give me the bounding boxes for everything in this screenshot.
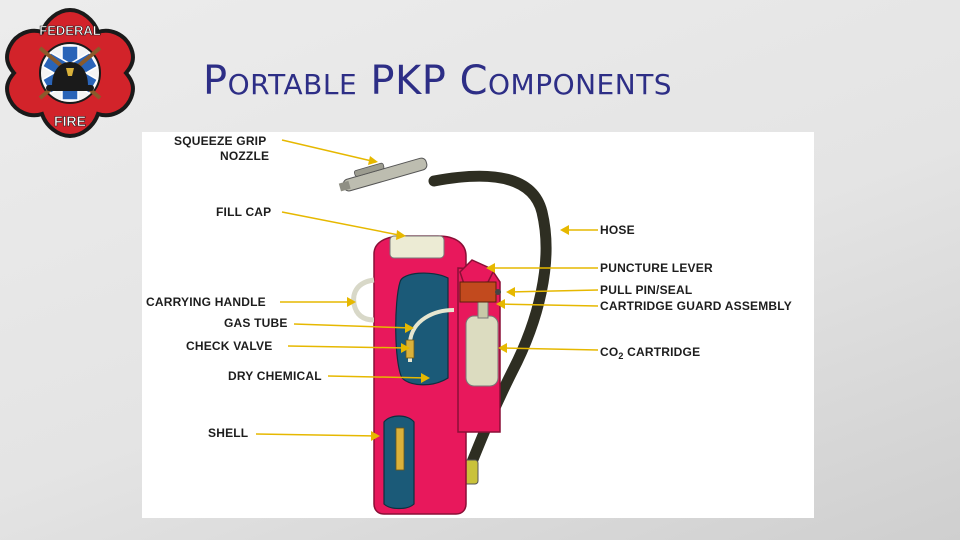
label-co2-subscript: 2 — [618, 351, 624, 361]
label-dry-chemical: DRY CHEMICAL — [228, 369, 322, 383]
pull-pin — [495, 289, 501, 295]
label-co2-prefix: CO — [600, 345, 619, 359]
label-squeeze-grip: SQUEEZE GRIP — [174, 134, 267, 148]
label-shell: SHELL — [208, 426, 249, 440]
label-cartridge-guard-assembly: CARTRIDGE GUARD ASSEMBLY — [600, 299, 792, 313]
slide-title: Portable PKP Components — [203, 58, 673, 104]
label-pull-pin-seal: PULL PIN/SEAL — [600, 283, 693, 297]
logo-top-text: FEDERAL — [39, 23, 100, 38]
co2-cartridge — [465, 315, 499, 387]
label-co2-suffix: CARTRIDGE — [623, 345, 701, 359]
extinguisher-diagram: SQUEEZE GRIP NOZZLE FILL CAP CARRYING HA… — [142, 132, 814, 518]
dry-chemical-cutaway — [395, 272, 449, 386]
label-check-valve: CHECK VALVE — [186, 339, 273, 353]
leader-lines — [255, 139, 599, 437]
label-hose: HOSE — [600, 223, 635, 237]
label-nozzle: NOZZLE — [220, 149, 270, 163]
label-fill-cap: FILL CAP — [216, 205, 272, 219]
carrying-handle — [351, 277, 375, 323]
label-carrying-handle: CARRYING HANDLE — [146, 295, 266, 309]
fire-helmet-icon — [46, 62, 94, 91]
label-puncture-lever: PUNCTURE LEVER — [600, 261, 713, 275]
label-gas-tube: GAS TUBE — [224, 316, 288, 330]
squeeze-grip-nozzle — [338, 157, 428, 192]
federal-fire-logo: FEDERAL FIRE — [5, 7, 135, 139]
fill-cap — [389, 235, 445, 259]
cartridge-guard — [459, 281, 497, 303]
leader-arrowheads — [347, 156, 569, 441]
logo-bottom-text: FIRE — [54, 113, 86, 129]
label-co2-cartridge: CO2 CARTRIDGE — [600, 345, 701, 361]
extinguisher-illustration — [255, 139, 599, 515]
